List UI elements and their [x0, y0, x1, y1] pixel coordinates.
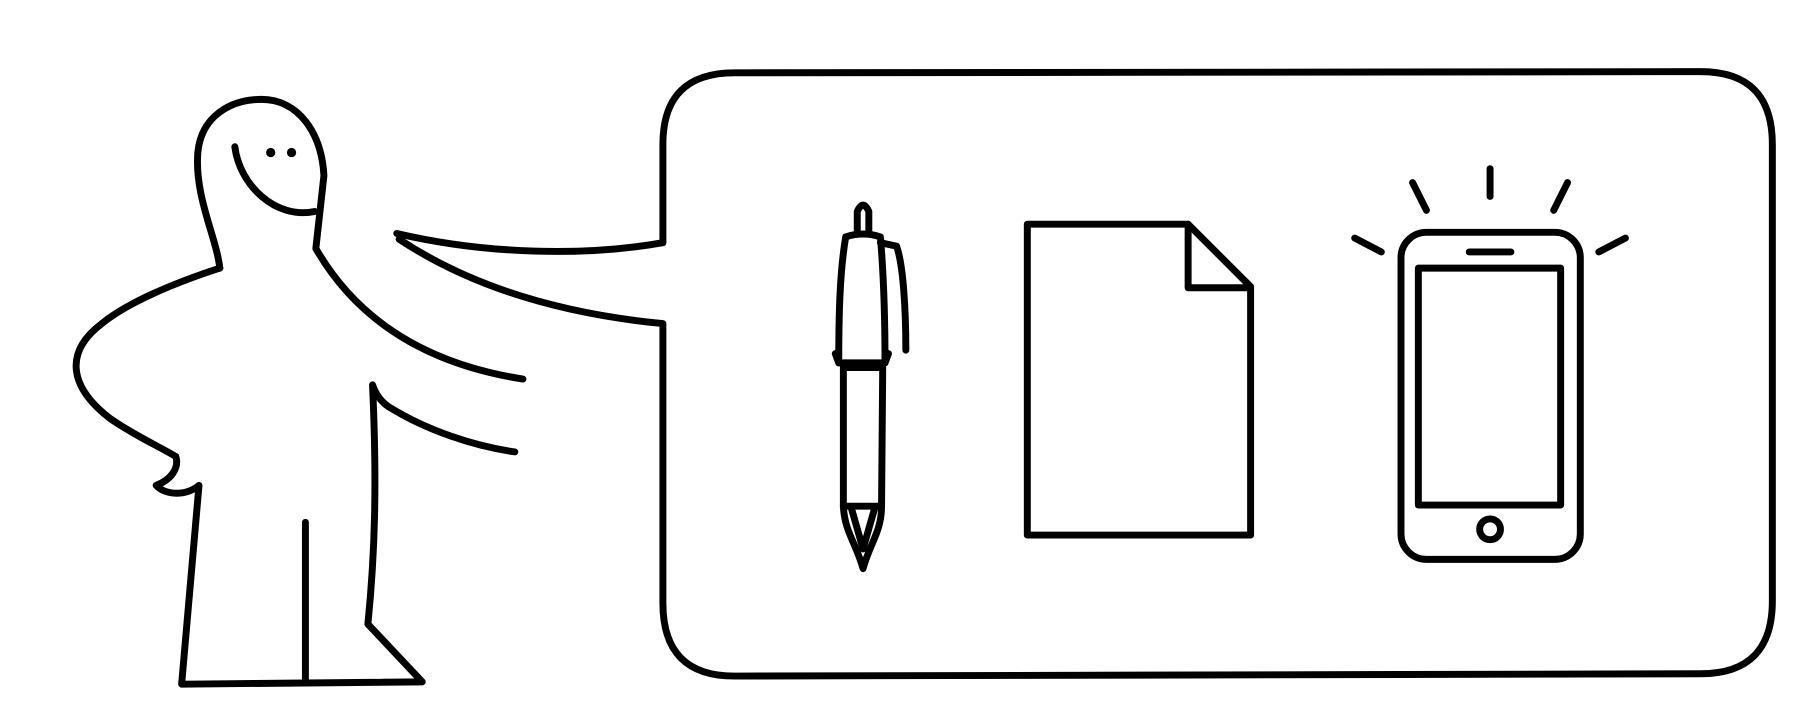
speech-bubble-icon	[393, 68, 1776, 680]
person-icon	[72, 95, 527, 688]
eye-icon	[286, 147, 297, 158]
eye-icon	[266, 147, 276, 158]
pen-icon	[831, 201, 910, 573]
smartphone-icon	[1351, 165, 1629, 563]
document-icon	[1023, 220, 1255, 539]
home-button-icon	[1476, 515, 1504, 544]
